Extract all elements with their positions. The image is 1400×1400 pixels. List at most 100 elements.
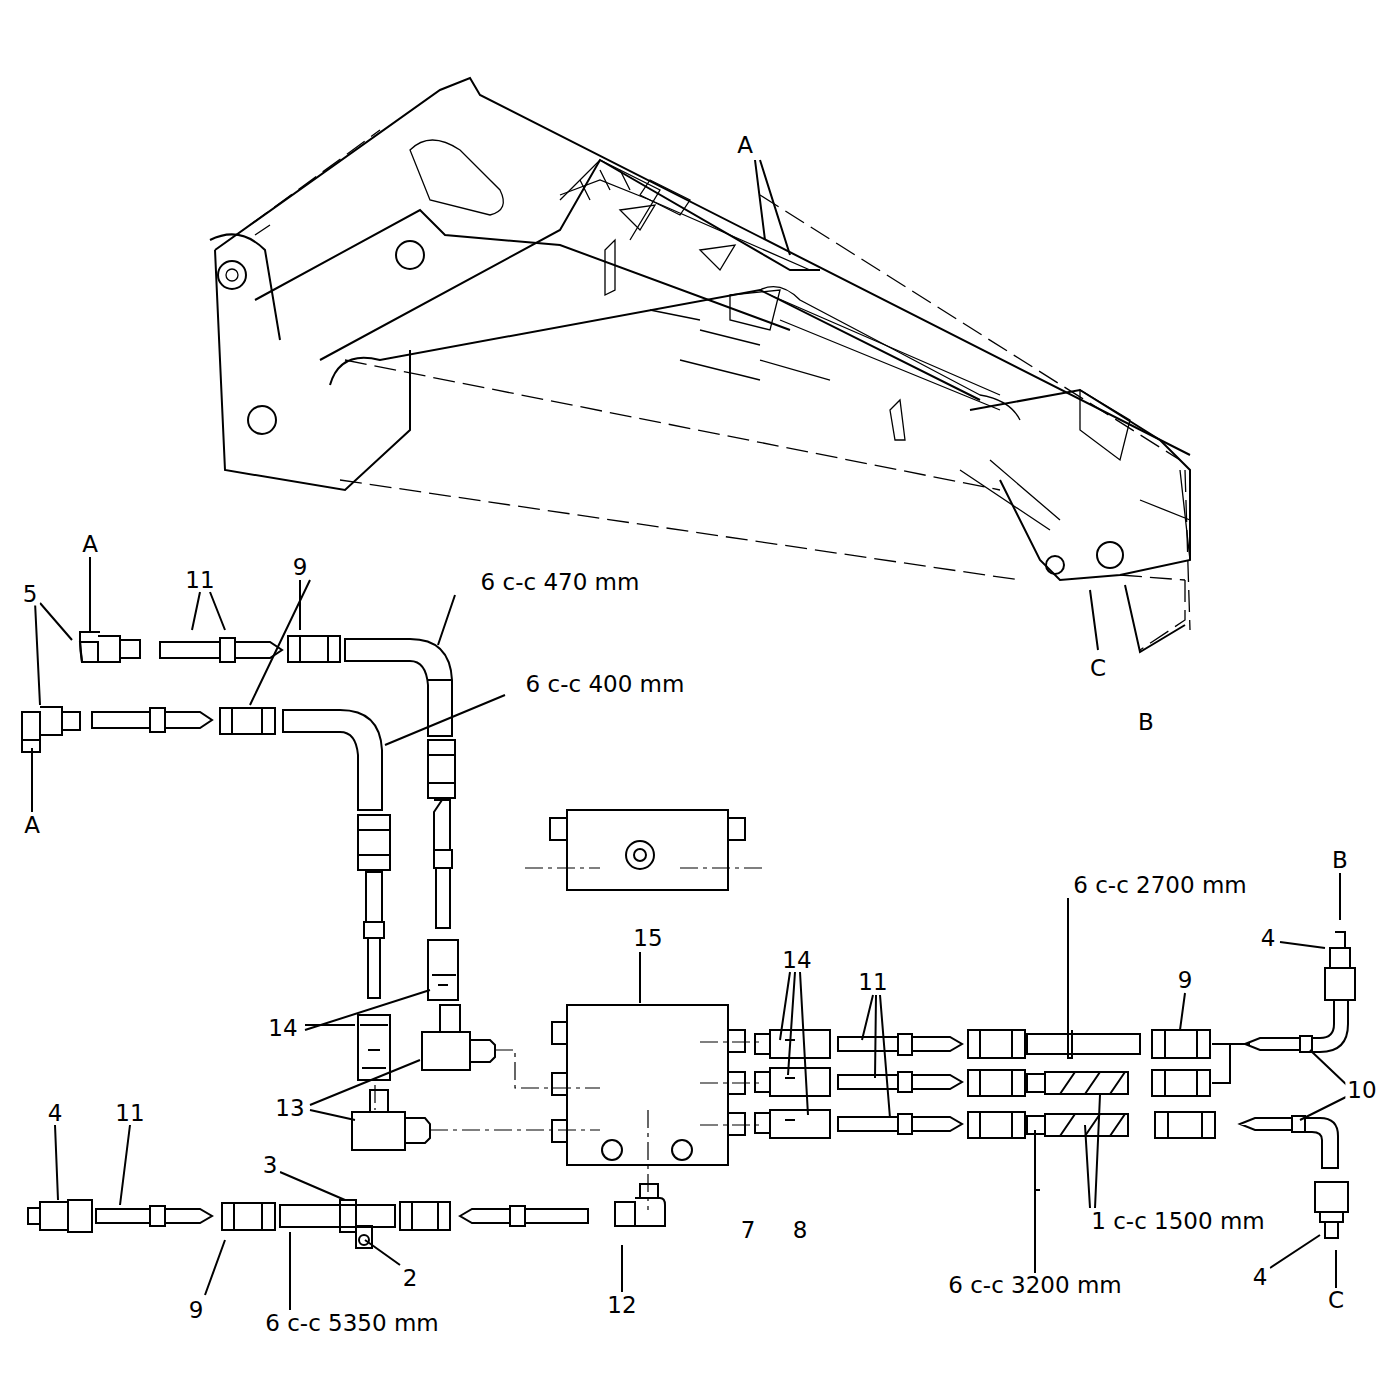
leader-lines bbox=[205, 1232, 1336, 1310]
callout-number: 4 bbox=[1251, 1266, 1270, 1289]
boom-drawing bbox=[210, 234, 280, 340]
leader-lines bbox=[32, 160, 1350, 1310]
leader-lines bbox=[1090, 585, 1185, 652]
right-hose-runs bbox=[968, 1070, 1025, 1096]
valve-block bbox=[567, 1005, 728, 1165]
boom-drawing bbox=[650, 310, 830, 380]
valve-block-top-view bbox=[525, 810, 765, 890]
bottom-hose-run bbox=[359, 1235, 369, 1245]
dashed-phantom-lines bbox=[250, 130, 1190, 650]
callout-number: B bbox=[1330, 849, 1350, 872]
bottom-hose-run bbox=[280, 1200, 395, 1232]
valve-block bbox=[552, 1005, 760, 1210]
boom-drawing bbox=[960, 460, 1060, 530]
boom-drawing bbox=[215, 250, 410, 490]
lower-hose-run bbox=[220, 708, 275, 734]
leader-lines bbox=[640, 952, 808, 1115]
upper-hose-run bbox=[80, 632, 100, 662]
tee-fittings bbox=[352, 1090, 430, 1150]
upper-hose-run bbox=[288, 636, 340, 662]
upper-hose-run bbox=[80, 632, 458, 1000]
boom-drawing bbox=[320, 160, 820, 360]
right-hose-runs bbox=[1315, 1182, 1348, 1238]
lower-hose-run bbox=[283, 710, 382, 810]
valve-block-top-view bbox=[626, 841, 654, 869]
callout-number: A bbox=[735, 134, 755, 157]
callout-number: 3 bbox=[261, 1154, 280, 1177]
boom-drawing bbox=[640, 180, 690, 215]
callout-number: 11 bbox=[856, 971, 889, 994]
boom-drawing bbox=[248, 406, 276, 434]
leader-lines bbox=[385, 595, 505, 745]
bottom-hose-run bbox=[28, 1184, 665, 1248]
boom-drawing bbox=[330, 290, 980, 400]
right-hose-runs bbox=[1240, 1116, 1305, 1132]
right-hose-runs bbox=[838, 1034, 962, 1055]
dimension-label: 6 c-c 3200 mm bbox=[946, 1274, 1124, 1297]
valve-block-top-view bbox=[550, 810, 745, 890]
callout-number: 9 bbox=[187, 1299, 206, 1322]
right-hose-runs bbox=[755, 1110, 830, 1138]
dimension-label: 6 c-c 5350 mm bbox=[263, 1312, 441, 1335]
right-hose-runs bbox=[1325, 932, 1355, 1000]
callout-number: 13 bbox=[273, 1097, 306, 1120]
tee-fittings bbox=[422, 1005, 495, 1070]
callout-number: 8 bbox=[791, 1219, 810, 1242]
boom-drawing bbox=[605, 240, 905, 440]
boom-drawing bbox=[215, 78, 1190, 455]
callout-number: 4 bbox=[46, 1102, 65, 1125]
callout-number: 4 bbox=[1259, 927, 1278, 950]
right-hose-runs bbox=[838, 1072, 962, 1092]
upper-hose-run bbox=[428, 940, 458, 1000]
boom-drawing bbox=[580, 170, 630, 200]
right-hose-runs bbox=[1152, 1030, 1210, 1058]
bottom-hose-run bbox=[460, 1206, 588, 1226]
valve-block-top-view bbox=[634, 849, 646, 861]
boom-drawing bbox=[410, 140, 503, 215]
bottom-hose-run bbox=[356, 1226, 372, 1248]
upper-hose-run bbox=[345, 639, 452, 736]
boom-drawing bbox=[760, 287, 1020, 420]
right-hose-runs bbox=[755, 1068, 830, 1096]
callout-number: 5 bbox=[21, 583, 40, 606]
right-hose-runs bbox=[1245, 1036, 1312, 1052]
boom-drawing bbox=[1097, 542, 1123, 568]
right-hose-runs bbox=[1152, 1070, 1210, 1096]
leader-lines bbox=[1068, 873, 1340, 1030]
upper-hose-run bbox=[80, 636, 140, 662]
right-hose-runs bbox=[1155, 1112, 1215, 1138]
upper-hose-run bbox=[428, 679, 452, 681]
valve-block-top-view bbox=[525, 867, 765, 868]
callout-number: C bbox=[1088, 657, 1108, 680]
callout-number: 11 bbox=[113, 1102, 146, 1125]
boom-drawing bbox=[218, 261, 246, 289]
callout-number: 15 bbox=[631, 927, 664, 950]
callout-number: 14 bbox=[780, 949, 813, 972]
boom-drawing bbox=[620, 205, 735, 270]
dimension-label: 6 c-c 2700 mm bbox=[1071, 874, 1249, 897]
callout-number: 9 bbox=[1176, 969, 1195, 992]
boom-drawing bbox=[210, 78, 1190, 580]
valve-block bbox=[552, 1022, 567, 1142]
lower-hose-run bbox=[358, 815, 390, 870]
boom-drawing bbox=[1046, 556, 1064, 574]
bottom-hose-run bbox=[96, 1206, 212, 1226]
boom-drawing bbox=[730, 290, 780, 330]
callout-number: A bbox=[80, 533, 100, 556]
dimension-label: 6 c-c 400 mm bbox=[524, 673, 687, 696]
callout-number: 9 bbox=[291, 556, 310, 579]
leader-lines bbox=[32, 557, 90, 812]
callout-number: B bbox=[1136, 711, 1156, 734]
right-hose-runs bbox=[968, 1112, 1025, 1138]
dimension-label: 6 c-c 470 mm bbox=[479, 571, 642, 594]
right-hose-runs bbox=[1212, 1044, 1250, 1083]
right-hose-runs bbox=[755, 1030, 830, 1058]
callout-number: 10 bbox=[1345, 1079, 1378, 1102]
leader-lines bbox=[55, 1125, 400, 1265]
tee-fittings bbox=[352, 1005, 600, 1150]
boom-drawing bbox=[1140, 470, 1190, 560]
bottom-hose-run bbox=[615, 1184, 665, 1226]
callout-number: C bbox=[1326, 1289, 1346, 1312]
right-hose-runs bbox=[838, 1114, 962, 1134]
